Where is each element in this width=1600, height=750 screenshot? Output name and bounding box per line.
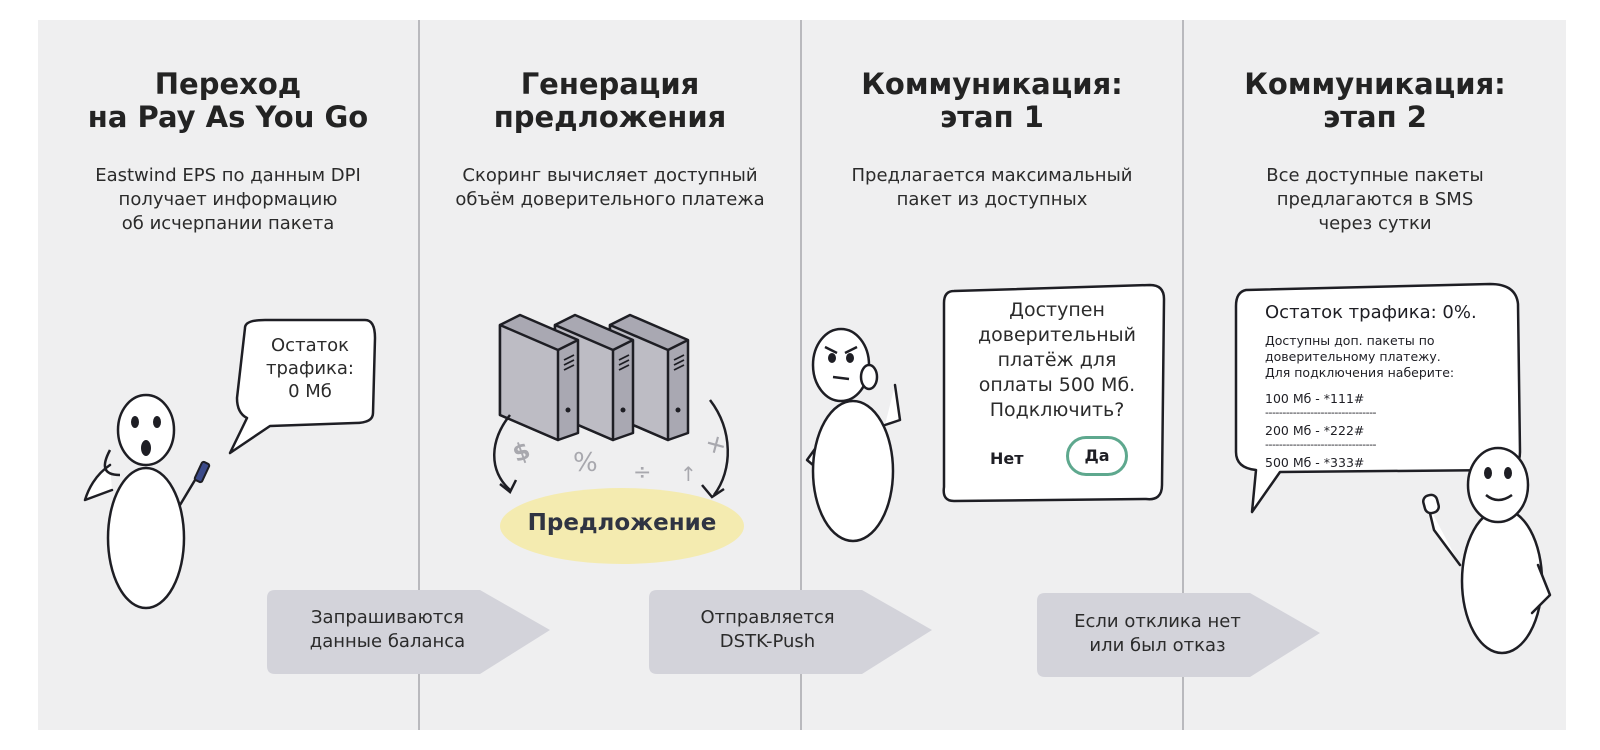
- stage-2: Генерация предложения Скоринг вычисляет …: [420, 20, 800, 730]
- sms-separator: --------------------------------: [1265, 406, 1377, 419]
- traffic-remaining-text: Остаток трафика: 0 Мб: [266, 335, 354, 402]
- offer-highlight: [500, 488, 744, 564]
- stage-4: Коммуникация: этап 2 Все доступные пакет…: [1184, 20, 1566, 730]
- stage-1-description: Eastwind EPS по данным DPI получает инфо…: [95, 165, 361, 234]
- thinking-person-illustration: [805, 327, 902, 543]
- speech-bubble: [228, 318, 377, 455]
- stage-4-title: Коммуникация: этап 2: [1244, 67, 1506, 134]
- stage-2-description: Скоринг вычисляет доступный объём довери…: [455, 165, 765, 210]
- percent-icon: %: [573, 448, 598, 478]
- sms-package: 500 Мб - *333#: [1265, 455, 1365, 470]
- flow-arrows-icon: [493, 399, 730, 499]
- sms-package: 100 Мб - *111#: [1265, 391, 1365, 406]
- step-arrow-3-label: Если отклика нет или был отказ: [1074, 611, 1241, 656]
- happy-person-illustration: [1422, 446, 1552, 655]
- step-arrow-2-label: Отправляется DSTK-Push: [700, 607, 835, 652]
- stage-3-title: Коммуникация: этап 1: [861, 67, 1123, 134]
- stage-2-title: Генерация предложения: [493, 67, 727, 134]
- push-message: Доступен доверительный платёж для оплаты…: [978, 299, 1136, 421]
- sms-body: Доступны доп. пакеты по доверительному п…: [1265, 333, 1455, 380]
- stage-1: Переход на Pay As You Go Eastwind EPS по…: [38, 20, 418, 730]
- sms-bubble-frame: [1234, 282, 1522, 514]
- stage-3: Коммуникация: этап 1 Предлагается максим…: [802, 20, 1182, 730]
- no-button[interactable]: Нет: [990, 449, 1024, 468]
- step-arrow-3: [1037, 593, 1320, 677]
- step-arrow-1: [267, 590, 550, 674]
- stage-3-description: Предлагается максимальный пакет из досту…: [851, 165, 1133, 210]
- servers-icon: [498, 313, 690, 442]
- sms-separator: --------------------------------: [1265, 438, 1377, 451]
- step-arrow-1-label: Запрашиваются данные баланса: [309, 607, 466, 652]
- surprised-person-illustration: [83, 393, 211, 610]
- stage-1-title: Переход на Pay As You Go: [87, 67, 369, 134]
- divide-icon: ÷: [633, 460, 652, 485]
- column-divider: [1182, 20, 1184, 730]
- yes-button[interactable]: Да: [1066, 436, 1128, 476]
- sms-title: Остаток трафика: 0%.: [1265, 302, 1477, 323]
- sms-package: 200 Мб - *222#: [1265, 423, 1365, 438]
- column-divider: [800, 20, 802, 730]
- up-arrow-icon: ↑: [680, 462, 697, 486]
- step-arrow-2: [649, 590, 932, 674]
- column-divider: [418, 20, 420, 730]
- stage-4-description: Все доступные пакеты предлагаются в SMS …: [1266, 165, 1484, 234]
- offer-label: Предложение: [527, 510, 717, 536]
